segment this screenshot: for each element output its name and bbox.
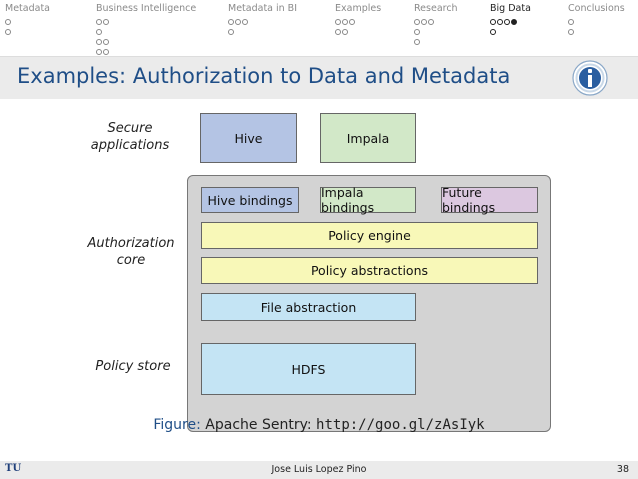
label-line: Secure (107, 121, 153, 136)
nav-dot[interactable] (96, 29, 102, 35)
nav-dot[interactable] (103, 39, 109, 45)
nav-dot[interactable] (568, 29, 574, 35)
hive-box: Hive (200, 113, 297, 163)
nav-dots (5, 17, 50, 37)
nav-dot[interactable] (414, 29, 420, 35)
slide-title: Examples: Authorization to Data and Meta… (17, 64, 511, 88)
nav-dot-current[interactable] (511, 19, 517, 25)
nav-dots (96, 17, 196, 57)
nav-dot[interactable] (342, 19, 348, 25)
nav-section-title[interactable]: Big Data (490, 3, 531, 14)
slide-footer: TU Jose Luis Lopez Pino 38 (0, 461, 638, 479)
nav-section-examples[interactable]: Examples (335, 3, 381, 37)
nav-dots (568, 17, 625, 37)
nav-dot[interactable] (103, 19, 109, 25)
caption-url-link[interactable]: http://goo.gl/zAsIyk (316, 417, 485, 433)
nav-dot[interactable] (228, 29, 234, 35)
nav-dot[interactable] (235, 19, 241, 25)
nav-section-conclusions[interactable]: Conclusions (568, 3, 625, 37)
slide-title-bar: Examples: Authorization to Data and Meta… (0, 56, 638, 99)
sentry-architecture-diagram: Secure applications Authorization core P… (0, 100, 638, 432)
nav-dot[interactable] (414, 39, 420, 45)
hdfs-box: HDFS (201, 343, 416, 395)
university-logo-icon (572, 60, 608, 96)
nav-dot[interactable] (103, 49, 109, 55)
nav-section-title[interactable]: Research (414, 3, 458, 14)
navigation-bar: Metadata Business Intelligence Metadata … (0, 0, 638, 56)
nav-dot[interactable] (504, 19, 510, 25)
nav-dot[interactable] (335, 29, 341, 35)
caption-text: Apache Sentry: (205, 417, 312, 433)
nav-section-metadata[interactable]: Metadata (5, 3, 50, 37)
nav-dot[interactable] (5, 19, 11, 25)
nav-dot[interactable] (497, 19, 503, 25)
nav-section-metadata-in-bi[interactable]: Metadata in BI (228, 3, 297, 37)
impala-box: Impala (320, 113, 416, 163)
nav-section-title[interactable]: Business Intelligence (96, 3, 197, 14)
page-number: 38 (616, 464, 629, 475)
nav-dots (228, 17, 297, 37)
nav-section-research[interactable]: Research (414, 3, 458, 47)
nav-dot[interactable] (5, 29, 11, 35)
policy-store-label: Policy store (95, 359, 171, 374)
nav-dot[interactable] (96, 49, 102, 55)
footer-author: Jose Luis Lopez Pino (271, 464, 367, 475)
label-line: applications (90, 138, 170, 153)
policy-engine-box: Policy engine (201, 222, 538, 249)
nav-dot[interactable] (428, 19, 434, 25)
file-abstraction-box: File abstraction (201, 293, 416, 321)
nav-section-business-intelligence[interactable]: Business Intelligence (96, 3, 196, 57)
nav-dots (490, 17, 531, 37)
footer-logo: TU (5, 463, 22, 474)
impala-bindings-box: Impala bindings (320, 185, 416, 215)
caption-prefix: Figure: (153, 417, 201, 433)
nav-dot[interactable] (568, 19, 574, 25)
nav-dot[interactable] (242, 19, 248, 25)
policy-abstractions-box: Policy abstractions (201, 257, 538, 284)
nav-dot[interactable] (421, 19, 427, 25)
label-line: core (116, 253, 146, 268)
figure-caption: Figure: Apache Sentry: http://goo.gl/zAs… (0, 417, 638, 433)
nav-dot[interactable] (414, 19, 420, 25)
future-bindings-box: Future bindings (441, 185, 538, 215)
nav-dots (414, 17, 458, 47)
nav-section-title[interactable]: Conclusions (568, 3, 625, 14)
nav-dot[interactable] (96, 39, 102, 45)
nav-section-title[interactable]: Examples (335, 3, 382, 14)
nav-dot[interactable] (335, 19, 341, 25)
nav-dot[interactable] (490, 29, 496, 35)
secure-applications-label: Secure applications (80, 120, 180, 154)
nav-dot[interactable] (228, 19, 234, 25)
nav-dot[interactable] (349, 19, 355, 25)
authorization-core-label: Authorization core (76, 235, 186, 269)
nav-dot[interactable] (342, 29, 348, 35)
nav-dots (335, 17, 381, 37)
hive-bindings-box: Hive bindings (201, 187, 299, 213)
nav-section-big-data[interactable]: Big Data (490, 3, 531, 37)
nav-section-title[interactable]: Metadata (5, 3, 50, 14)
nav-section-title[interactable]: Metadata in BI (228, 3, 298, 14)
nav-dot[interactable] (96, 19, 102, 25)
nav-dot[interactable] (490, 19, 496, 25)
label-line: Authorization (87, 236, 175, 251)
